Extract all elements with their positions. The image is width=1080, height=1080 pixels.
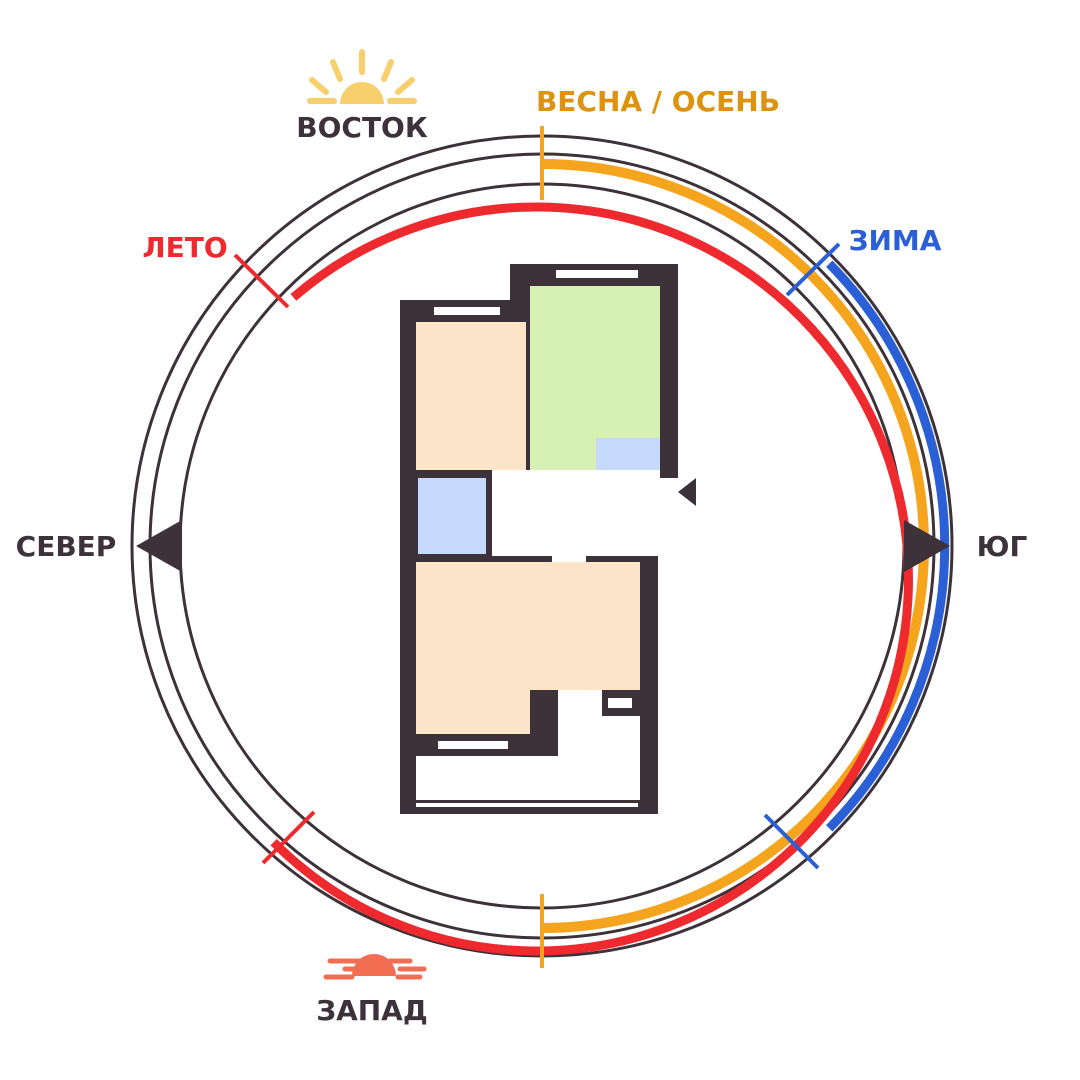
room-bathroom <box>418 478 486 554</box>
entrance-opening <box>660 478 678 514</box>
room-living <box>416 562 640 690</box>
room-bathroom-small <box>596 438 660 470</box>
north-arrow-icon <box>136 520 182 572</box>
loggia <box>416 756 640 800</box>
summer-label: ЛЕТО <box>142 231 227 264</box>
south-arrow-icon <box>904 520 950 572</box>
window-living <box>438 741 508 749</box>
hallway-lower <box>552 556 586 562</box>
floor-plan <box>400 264 696 814</box>
loggia-corridor <box>558 690 602 756</box>
loggia-side <box>602 716 640 756</box>
summer-tick-left <box>233 253 290 309</box>
entrance-arrow-icon <box>678 478 696 506</box>
spring-autumn-label: ВЕСНА / ОСЕНЬ <box>536 85 780 118</box>
winter-tick-bottom-right <box>763 813 820 870</box>
winter-tick-top-right <box>785 242 841 297</box>
windows <box>416 270 638 807</box>
window-kitchen <box>556 270 638 278</box>
west-label: ЗАПАД <box>316 994 428 1027</box>
room-living-lower <box>416 690 530 734</box>
hallway <box>492 470 660 556</box>
season-ticks <box>233 126 841 968</box>
east-label: ВОСТОК <box>296 111 428 144</box>
south-label: ЮГ <box>977 530 1028 563</box>
sunrise-icon <box>307 49 417 104</box>
north-label: СЕВЕР <box>16 530 117 563</box>
room-bedroom <box>416 322 526 470</box>
winter-label: ЗИМА <box>849 224 942 257</box>
window-bedroom <box>434 307 500 315</box>
sunset-icon <box>323 954 427 980</box>
closet <box>608 698 632 708</box>
window-loggia <box>416 803 638 807</box>
summer-arc <box>270 202 913 956</box>
summer-tick-bottom-left <box>261 810 316 865</box>
